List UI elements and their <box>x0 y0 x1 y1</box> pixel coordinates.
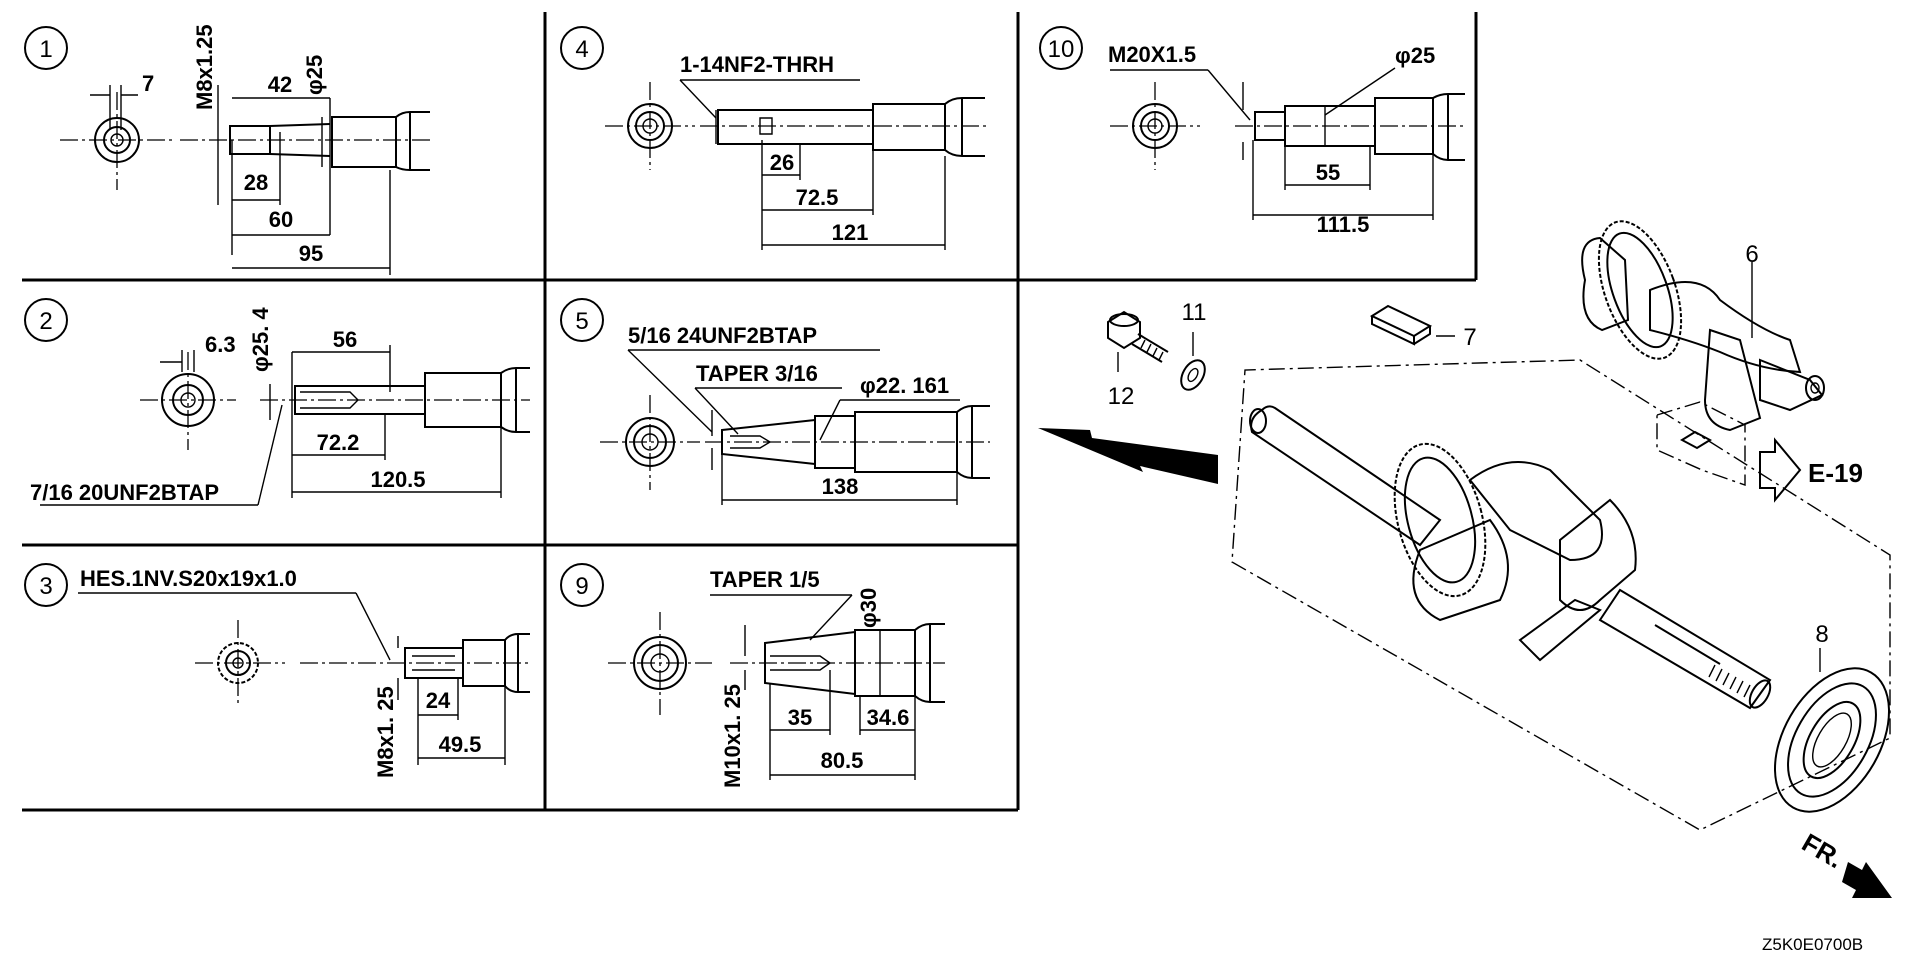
panel-9: 9 T <box>560 563 945 788</box>
dim-34-6: 34.6 <box>867 705 910 730</box>
shaft-side-view <box>1110 67 1465 220</box>
part-7-label: 7 <box>1463 324 1476 351</box>
panel-1: 1 <box>24 24 430 275</box>
panel-number-9: 9 <box>560 563 604 607</box>
part-11-washer: 11 <box>1180 299 1207 391</box>
thread-7-16: 7/16 20UNF2BTAP <box>30 480 219 505</box>
thread-m10: M10x1. 25 <box>720 684 745 788</box>
panel-5: 5 5 <box>560 298 990 505</box>
thread-m20: M20X1.5 <box>1108 42 1196 67</box>
dia-25: φ25 <box>302 55 327 95</box>
spline-spec: HES.1NV.S20x19x1.0 <box>80 566 297 591</box>
shaft-end-view <box>600 395 700 490</box>
shaft-side-view <box>40 345 530 506</box>
dia-25-4: φ25. 4 <box>248 307 273 372</box>
shaft-end-view <box>1110 82 1200 170</box>
dim-138: 138 <box>822 474 859 499</box>
dia-22-161: φ22. 161 <box>860 373 949 398</box>
panel-2: 2 <box>24 298 530 506</box>
dim-6-3: 6.3 <box>205 332 236 357</box>
panel-3: 3 HES.1NV.S20x19x <box>24 563 530 778</box>
panel-number-5: 5 <box>560 298 604 342</box>
dim-95: 95 <box>299 241 323 266</box>
part-12-bolt: 12 <box>1107 310 1169 410</box>
thread-5-16: 5/16 24UNF2BTAP <box>628 323 817 348</box>
shaft-side-view <box>627 349 990 505</box>
svg-text:10: 10 <box>1048 36 1075 63</box>
thread-1-14nf2: 1-14NF2-THRH <box>680 52 834 77</box>
dim-121: 121 <box>832 220 869 245</box>
panel-10: 10 <box>1039 26 1465 237</box>
shaft-side-view <box>710 594 945 780</box>
shaft-side-view <box>679 79 990 250</box>
assembly-outline <box>1231 359 1891 831</box>
dim-72-5: 72.5 <box>796 185 839 210</box>
main-crankshaft <box>1249 405 1772 710</box>
svg-text:5: 5 <box>575 308 588 335</box>
diagram-code: Z5K0E0700B <box>1762 935 1863 954</box>
shaft-end-view <box>608 612 712 715</box>
dim-49-5: 49.5 <box>439 732 482 757</box>
dim-7: 7 <box>142 71 154 96</box>
taper-1-5: TAPER 1/5 <box>710 567 820 592</box>
thread-m8: M8x1.25 <box>192 24 217 110</box>
svg-text:1: 1 <box>39 36 52 63</box>
part-7-key: 7 <box>1369 304 1477 351</box>
part-8-label: 8 <box>1815 621 1828 648</box>
dim-35: 35 <box>788 705 812 730</box>
panel-number-10: 10 <box>1039 26 1083 70</box>
svg-text:9: 9 <box>575 573 588 600</box>
panel-number-3: 3 <box>24 563 68 607</box>
front-arrow: FR. <box>1797 827 1892 898</box>
taper-3-16: TAPER 3/16 <box>696 361 818 386</box>
panel-number-1: 1 <box>24 26 68 70</box>
panel-grid <box>22 12 1478 812</box>
part-8-bearing: 8 <box>1774 621 1890 813</box>
reference-e19: E-19 <box>1759 437 1863 503</box>
thread-m8: M8x1. 25 <box>373 686 398 778</box>
dim-120-5: 120.5 <box>370 467 425 492</box>
dim-56: 56 <box>333 327 357 352</box>
dim-55: 55 <box>1316 160 1340 185</box>
dim-72-2: 72.2 <box>317 430 360 455</box>
svg-text:4: 4 <box>575 36 588 63</box>
dim-26: 26 <box>770 150 794 175</box>
svg-text:2: 2 <box>39 308 52 335</box>
reference-label: E-19 <box>1808 458 1863 488</box>
panel-number-2: 2 <box>24 298 68 342</box>
shaft-side-view <box>78 592 530 765</box>
dim-80-5: 80.5 <box>821 748 864 773</box>
shaft-end-view <box>605 82 695 170</box>
panel-4: 4 1-14NF2-THRH <box>560 26 990 250</box>
front-label: FR. <box>1797 827 1848 874</box>
direction-arrow <box>1038 428 1218 484</box>
dia-25: φ25 <box>1395 43 1435 68</box>
panel-number-4: 4 <box>560 26 604 70</box>
dia-30: φ30 <box>856 588 881 628</box>
shaft-end-view <box>60 85 175 190</box>
svg-text:3: 3 <box>39 573 52 600</box>
splined-end-view <box>195 620 285 705</box>
part-6-label: 6 <box>1745 241 1758 268</box>
dim-111-5: 111.5 <box>1317 212 1370 237</box>
dim-28: 28 <box>244 170 268 195</box>
dim-42: 42 <box>268 72 292 97</box>
shaft-side-view <box>180 85 430 275</box>
part-6-crankshaft-assembly: 6 <box>1581 220 1825 486</box>
shaft-end-view <box>140 350 236 450</box>
dim-24: 24 <box>426 688 451 713</box>
dim-60: 60 <box>269 207 293 232</box>
part-11-label: 11 <box>1182 299 1207 326</box>
part-12-label: 12 <box>1108 383 1135 410</box>
